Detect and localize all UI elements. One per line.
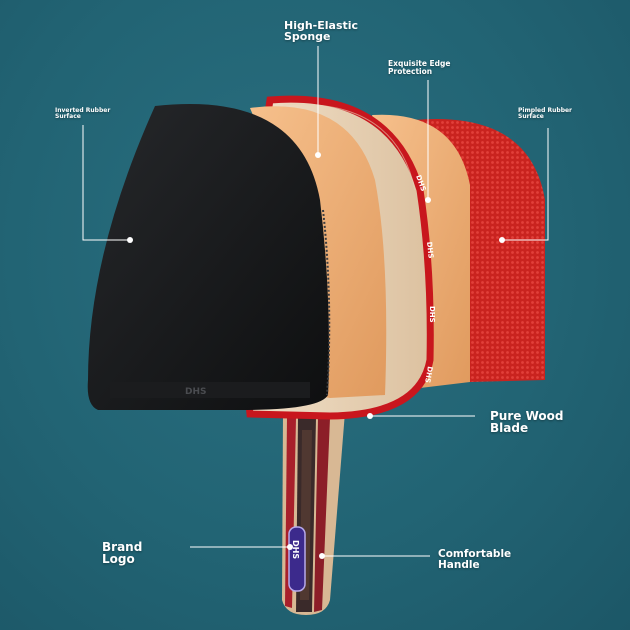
rubber-brand-text: DHS (185, 387, 207, 397)
inverted-rubber-label: Inverted Rubber Surface (55, 107, 111, 120)
brand-logo-badge: DHS (288, 526, 306, 592)
edge-brand-text: DHS (423, 366, 434, 384)
callout-dot-logo (287, 544, 293, 550)
logo-brand-text: DHS (291, 540, 300, 559)
handle-label: Comfortable Handle (438, 548, 512, 571)
edge-brand-text: DHS (428, 306, 436, 323)
callout-dot-edge (425, 197, 431, 203)
edge-brand-text: DHS (425, 241, 435, 258)
pimpled-rubber-label: Pimpled Rubber Surface (518, 107, 573, 120)
edge-protection-label: Exquisite Edge Protection (388, 59, 451, 76)
callout-dot-handle (319, 553, 325, 559)
callout-dot-inverted (127, 237, 133, 243)
brand-logo-label: Brand Logo (102, 540, 143, 566)
inverted-rubber-sheet: DHS (87, 103, 331, 410)
callout-dots (127, 152, 505, 559)
callout-line-inverted (82, 125, 130, 241)
callout-line-pimpled (502, 128, 549, 241)
sponge-label: High-Elastic Sponge (284, 19, 359, 43)
callout-dot-pimpled (499, 237, 505, 243)
blade-label: Pure Wood Blade (490, 409, 564, 435)
callout-dot-blade (367, 413, 373, 419)
callout-lines (82, 46, 549, 557)
callout-dot-sponge (315, 152, 321, 158)
